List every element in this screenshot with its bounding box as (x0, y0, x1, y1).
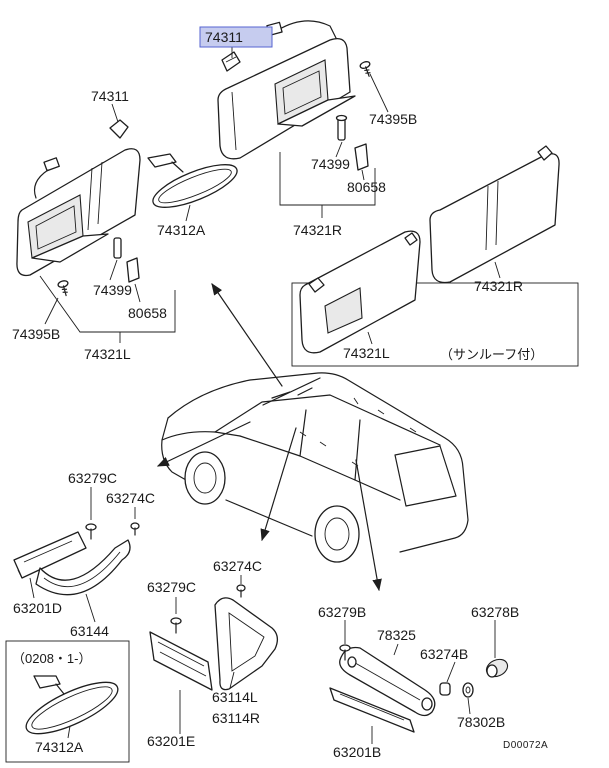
part-label-rear-grip-bracket[interactable]: 63201B (333, 744, 381, 760)
mirror-variant-drawing (5, 640, 130, 763)
part-label-visor-assembly-right[interactable]: 74321R (293, 222, 342, 238)
front-grip-bracket (13, 531, 87, 579)
side-grip-bracket (149, 631, 213, 691)
visor-clip-detail (225, 56, 237, 63)
side-grip-drawing (149, 575, 279, 734)
visor-wire (277, 20, 338, 41)
part-label-visor-clip-left[interactable]: 74311 (91, 88, 129, 104)
rear-grip-drawing (329, 620, 509, 744)
screw-icon-side (170, 617, 182, 634)
part-label-visor-holder-right[interactable]: 80658 (347, 179, 386, 195)
part-label-rear-grip-screw[interactable]: 63279B (318, 604, 366, 620)
part-label-rear-grip-cap[interactable]: 63274B (420, 646, 468, 662)
part-label-side-grip-bracket[interactable]: 63201E (147, 733, 195, 749)
lens-icon (462, 682, 474, 698)
front-grip-handle (35, 539, 131, 596)
part-label-rear-grip-socket[interactable]: 63278B (471, 604, 519, 620)
part-label-rear-grip-lamp[interactable]: 78325 (377, 627, 416, 643)
mirror-variant-period: （0208・1-） (12, 651, 91, 666)
screw-icon-rear (339, 644, 351, 661)
visor-pivot-line (231, 91, 237, 151)
visor-mirror-inner (282, 70, 322, 115)
part-label-visor-screw-right[interactable]: 74395B (369, 111, 417, 127)
visor-clip-left[interactable] (109, 119, 129, 139)
screw-icon-left (57, 280, 69, 297)
sunroof-variant-note: （サンルーフ付） (440, 347, 543, 362)
rear-grip-bracket (329, 687, 415, 733)
cap-icon-rear (439, 682, 451, 696)
part-label-sunroof-visor-left[interactable]: 74321L (343, 345, 390, 361)
part-label-visor-screw-left[interactable]: 74395B (12, 326, 60, 342)
sun-visor-right-drawing (217, 20, 389, 218)
part-label-inner-mirror[interactable]: 74312A (157, 222, 206, 238)
diagram-id-code: D00072A (503, 740, 548, 751)
part-label-side-grip-screw[interactable]: 63279C (147, 579, 196, 595)
part-label-front-grip-screw[interactable]: 63279C (68, 470, 117, 486)
part-label-mirror-variant[interactable]: 74312A (35, 739, 84, 755)
front-grip-drawing (13, 487, 140, 623)
part-label-sunroof-visor-right[interactable]: 74321R (474, 278, 523, 294)
part-label-visor-pin-left[interactable]: 74399 (93, 282, 132, 298)
part-label-side-grip-handle-right[interactable]: 63114R (212, 710, 260, 726)
rear-wheel (314, 505, 360, 563)
part-label-visor-clip-selected[interactable]: 74311 (205, 29, 243, 45)
pin-icon-left (113, 237, 122, 259)
selected-part-highlight (199, 26, 273, 48)
side-grip-handle (214, 597, 279, 691)
variant-box (291, 282, 579, 367)
callout-arrows (156, 283, 382, 592)
visor-flap-right (277, 95, 356, 127)
holder-icon (354, 143, 369, 171)
part-label-front-grip-bracket[interactable]: 63201D (13, 600, 62, 616)
part-label-visor-pin-right[interactable]: 74399 (311, 156, 350, 172)
part-label-front-grip-cap[interactable]: 63274C (106, 490, 155, 506)
visor-clip-selected[interactable] (221, 51, 241, 72)
visor-connector-left (43, 157, 60, 172)
visor-flap-left (31, 233, 109, 263)
vehicle-outline (161, 372, 469, 563)
mirror-variant-box (5, 640, 130, 763)
part-label-side-grip-cap[interactable]: 63274C (213, 558, 262, 574)
assembly-bracket-right (279, 152, 376, 218)
screw-icon-front (85, 523, 97, 540)
part-label-side-grip-handle-left[interactable]: 63114L (212, 689, 258, 705)
socket-icon (485, 658, 509, 678)
part-label-visor-assembly-left[interactable]: 74321L (84, 346, 131, 362)
pin-icon (335, 114, 348, 141)
front-wheel (184, 451, 226, 505)
holder-icon-left (126, 257, 140, 283)
part-label-visor-holder-left[interactable]: 80658 (128, 305, 167, 321)
part-label-rear-grip-lens[interactable]: 78302B (457, 714, 505, 730)
cap-icon-front (130, 522, 140, 536)
visor-wire-left (33, 169, 49, 199)
cap-icon-side (236, 584, 246, 598)
part-label-front-grip-handle[interactable]: 63144 (70, 623, 109, 639)
assembly-bracket-left (39, 275, 176, 343)
sunroof-variant-drawing (291, 145, 579, 367)
screw-icon (359, 61, 371, 77)
sunroof-visor-right (429, 153, 560, 284)
sun-visor-left-drawing (16, 103, 176, 343)
inner-mirror-drawing (147, 153, 238, 222)
